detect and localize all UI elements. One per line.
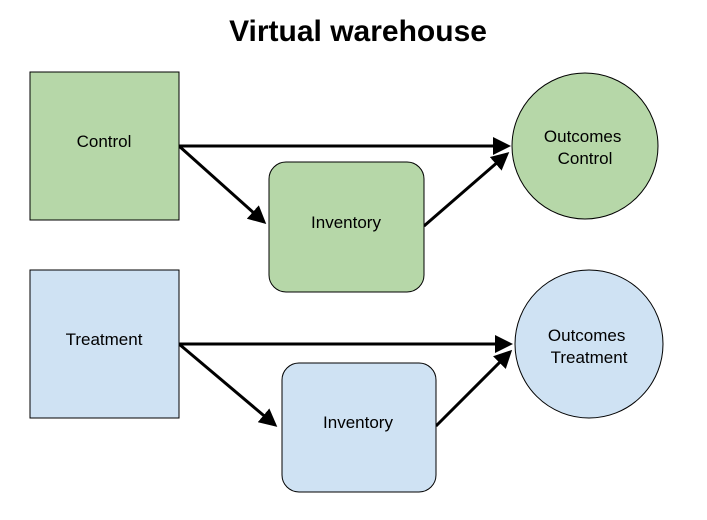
treatment-label: Treatment — [66, 330, 143, 349]
outcomes-treatment-label-line-1: Outcomes — [548, 326, 625, 345]
node-treatment: Treatment — [29, 269, 180, 419]
node-inventory-treatment: Inventory — [281, 362, 437, 493]
inventory-treatment-box — [281, 362, 437, 493]
edge-control-to-inventory-control — [178, 144, 267, 224]
outcomes-control-label-line-2: Control — [558, 149, 613, 168]
control-label: Control — [77, 132, 132, 151]
node-control: Control — [29, 71, 180, 221]
node-inventory-control: Inventory — [268, 161, 425, 293]
outcomes-treatment-circle — [514, 269, 664, 419]
edge-inventory-treatment-to-outcomes-treatment — [434, 349, 513, 428]
outcomes-treatment-label-line-2: Treatment — [551, 348, 628, 367]
edge-treatment-to-inventory-treatment — [178, 342, 278, 427]
diagram-title: Virtual warehouse — [229, 15, 487, 48]
inventory-control-box — [268, 161, 425, 293]
treatment-box — [29, 269, 180, 419]
node-outcomes-control: Outcomes Control — [511, 72, 659, 220]
control-box — [29, 71, 180, 221]
inventory-control-label: Inventory — [311, 213, 381, 232]
node-outcomes-treatment: Outcomes Treatment — [514, 269, 664, 419]
edge-inventory-control-to-outcomes-control — [423, 152, 510, 228]
outcomes-treatment-label: Outcomes Treatment — [548, 326, 630, 367]
outcomes-control-circle — [511, 72, 659, 220]
outcomes-control-label-line-1: Outcomes — [544, 127, 621, 146]
inventory-treatment-label: Inventory — [323, 413, 393, 432]
outcomes-control-label: Outcomes Control — [544, 127, 626, 168]
